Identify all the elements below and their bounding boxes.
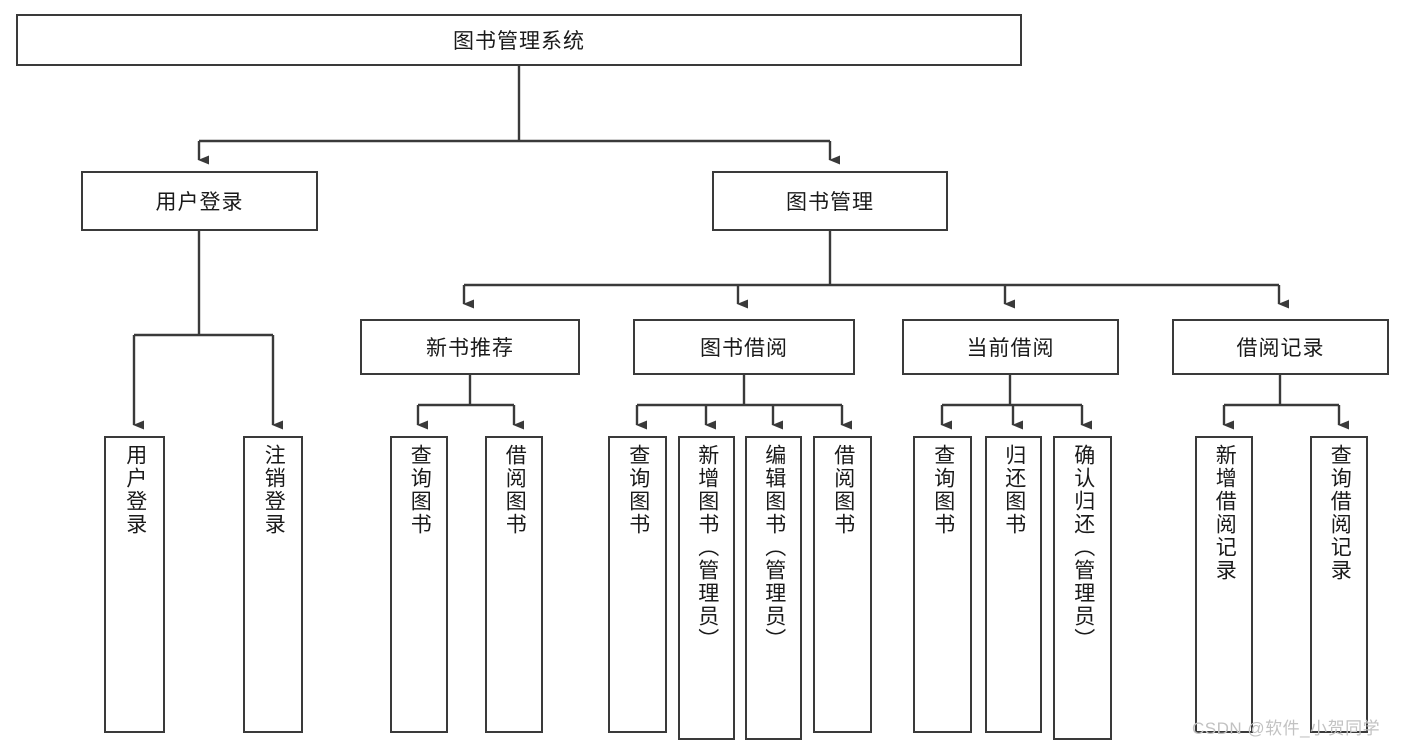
node-label: 归还图书	[1002, 444, 1026, 536]
leaf-query-book-recommend[interactable]: 查询图书	[390, 436, 448, 733]
node-book-management[interactable]: 图书管理	[712, 171, 948, 231]
node-label: 图书借阅	[700, 337, 788, 360]
node-label: 新增图书（管理员）	[695, 444, 719, 651]
node-label: 用户登录	[123, 444, 147, 536]
node-label: 查询图书	[408, 444, 432, 536]
node-label: 新增借阅记录	[1213, 444, 1237, 582]
node-label: 图书管理系统	[453, 30, 585, 53]
node-label: 借阅图书	[503, 444, 527, 536]
leaf-borrow-book-recommend[interactable]: 借阅图书	[485, 436, 543, 733]
node-label: 查询图书	[626, 444, 650, 536]
watermark-text: CSDN @软件_小贺同学	[1192, 719, 1381, 738]
node-current-borrow[interactable]: 当前借阅	[902, 319, 1119, 375]
leaf-add-borrow-record[interactable]: 新增借阅记录	[1195, 436, 1253, 733]
node-label: 注销登录	[262, 444, 286, 536]
leaf-query-book-current[interactable]: 查询图书	[913, 436, 972, 733]
node-label: 查询图书	[931, 444, 955, 536]
node-label: 查询借阅记录	[1328, 444, 1352, 582]
node-label: 图书管理	[786, 191, 874, 214]
node-label: 确认归还（管理员）	[1071, 444, 1095, 651]
node-label: 编辑图书（管理员）	[762, 444, 786, 651]
node-label: 当前借阅	[966, 337, 1055, 360]
node-label: 新书推荐	[426, 337, 514, 360]
node-root[interactable]: 图书管理系统	[16, 14, 1022, 66]
node-label: 借阅图书	[831, 444, 855, 536]
node-label: 借阅记录	[1236, 337, 1325, 360]
node-new-book-recommend[interactable]: 新书推荐	[360, 319, 580, 375]
leaf-add-book-admin[interactable]: 新增图书（管理员）	[678, 436, 735, 740]
leaf-edit-book-admin[interactable]: 编辑图书（管理员）	[745, 436, 802, 740]
leaf-user-login[interactable]: 用户登录	[104, 436, 165, 733]
leaf-return-book[interactable]: 归还图书	[985, 436, 1042, 733]
leaf-logout[interactable]: 注销登录	[243, 436, 303, 733]
node-borrow-record[interactable]: 借阅记录	[1172, 319, 1389, 375]
node-book-borrow[interactable]: 图书借阅	[633, 319, 855, 375]
node-user-login[interactable]: 用户登录	[81, 171, 318, 231]
leaf-query-book-borrow[interactable]: 查询图书	[608, 436, 667, 733]
leaf-confirm-return-admin[interactable]: 确认归还（管理员）	[1053, 436, 1112, 740]
node-label: 用户登录	[155, 191, 244, 214]
leaf-query-borrow-record[interactable]: 查询借阅记录	[1310, 436, 1368, 733]
leaf-borrow-book[interactable]: 借阅图书	[813, 436, 872, 733]
